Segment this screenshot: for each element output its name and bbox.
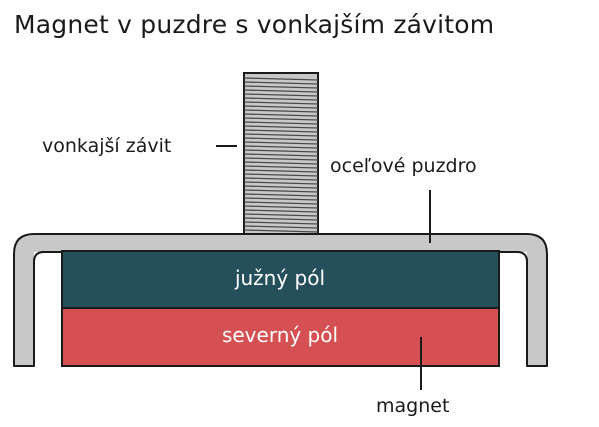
- thread-line: [243, 153, 319, 157]
- thread-line: [243, 77, 319, 81]
- thread-line: [243, 181, 319, 185]
- thread-line: [243, 225, 319, 229]
- thread-line: [243, 145, 319, 149]
- thread-line: [243, 137, 319, 141]
- thread-line: [243, 189, 319, 193]
- thread-line: [243, 185, 319, 189]
- thread-line: [243, 117, 319, 121]
- thread-line: [243, 161, 319, 165]
- thread-line: [243, 229, 319, 233]
- thread-line: [243, 121, 319, 125]
- thread-line: [243, 93, 319, 97]
- thread-line: [243, 141, 319, 145]
- north-pole-block: [61, 307, 500, 367]
- housing-gap-left: [34, 252, 62, 366]
- thread-line: [243, 209, 319, 213]
- thread-line: [243, 193, 319, 197]
- thread-line: [243, 101, 319, 105]
- housing-label: oceľové puzdro: [330, 155, 477, 177]
- thread-line: [243, 133, 319, 137]
- thread-line: [243, 177, 319, 181]
- thread-line: [243, 109, 319, 113]
- thread-line: [243, 125, 319, 129]
- thread-line: [243, 157, 319, 161]
- thread-label: vonkajší závit: [42, 135, 171, 157]
- thread-lines: [243, 77, 319, 233]
- north-pole-label: severný pól: [222, 323, 338, 347]
- thread-line: [243, 89, 319, 93]
- thread-line: [243, 173, 319, 177]
- thread-line: [243, 149, 319, 153]
- threaded-bolt: [243, 72, 319, 237]
- thread-line: [243, 197, 319, 201]
- thread-line: [243, 169, 319, 173]
- south-pole-label: južný pól: [234, 266, 325, 290]
- thread-line: [243, 97, 319, 101]
- magnet-label: magnet: [376, 395, 449, 417]
- thread-line: [243, 205, 319, 209]
- thread-line: [243, 213, 319, 217]
- diagram-title: Magnet v puzdre s vonkajším závitom: [14, 10, 495, 39]
- thread-line: [243, 201, 319, 205]
- thread-line: [243, 129, 319, 133]
- thread-line: [243, 221, 319, 225]
- housing-gap-right: [499, 252, 527, 366]
- thread-line: [243, 165, 319, 169]
- thread-line: [243, 217, 319, 221]
- thread-line: [243, 105, 319, 109]
- thread-line: [243, 81, 319, 85]
- thread-line: [243, 113, 319, 117]
- thread-line: [243, 85, 319, 89]
